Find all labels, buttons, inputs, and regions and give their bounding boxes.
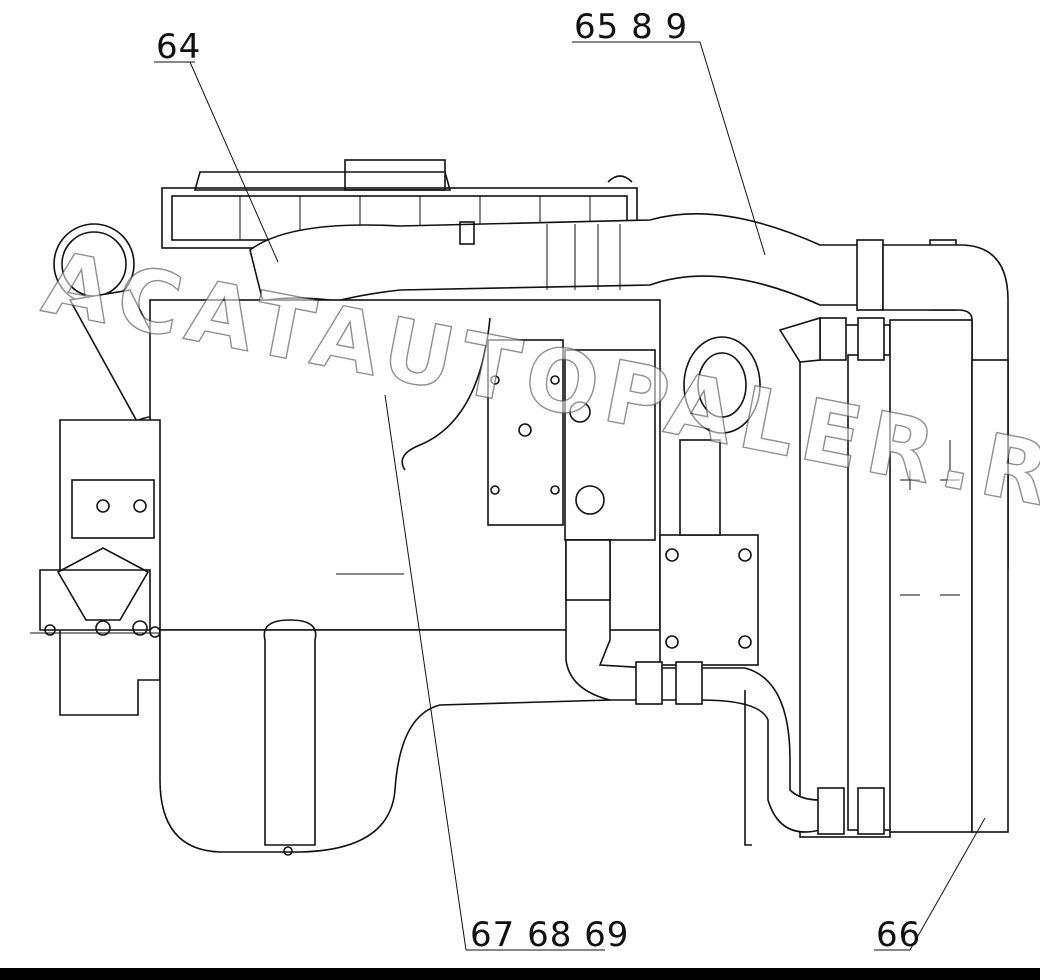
leader-lines bbox=[154, 41, 986, 951]
callout-66: 66 bbox=[876, 915, 921, 955]
callout-67-68-69: 67 68 69 bbox=[470, 915, 629, 955]
oil-pan bbox=[159, 619, 612, 856]
callout-64: 64 bbox=[156, 27, 201, 67]
radiator bbox=[778, 316, 1009, 838]
sensor-wire bbox=[401, 317, 491, 471]
callout-65-8-9: 65 8 9 bbox=[574, 7, 688, 47]
fan-pulley bbox=[659, 336, 761, 666]
bottom-bar bbox=[0, 968, 1040, 980]
lower-pipe bbox=[565, 539, 885, 846]
